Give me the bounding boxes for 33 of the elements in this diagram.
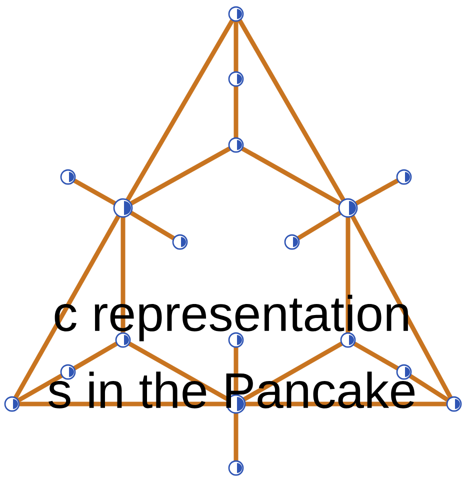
graph-edge [234, 21, 238, 72]
graph-edge [19, 402, 227, 406]
graph-edge [296, 210, 342, 240]
graph-edge [130, 210, 175, 240]
graph-vertex [4, 396, 20, 412]
graph-edge [242, 342, 343, 402]
graph-vertex [228, 137, 244, 153]
graph-vertex [60, 169, 76, 185]
graph-edge [130, 146, 231, 206]
graph-vertex [113, 198, 133, 218]
graph-vertex [228, 6, 244, 22]
graph-vertex [228, 460, 244, 476]
graph-edge [354, 178, 399, 206]
graph-edge [234, 413, 238, 461]
graph-vertex [446, 396, 462, 412]
graph-edge [126, 19, 234, 202]
graph-vertex [338, 198, 358, 218]
graph-vertex [172, 234, 188, 250]
graph-edge [73, 342, 118, 370]
graph-edge [353, 342, 399, 370]
graph-edge [234, 86, 238, 138]
graph-edge [245, 402, 447, 406]
graph-edge [350, 215, 453, 399]
graph-edge [241, 146, 342, 206]
graph-vertex [284, 234, 300, 250]
graph-vertex [60, 364, 76, 380]
graph-edge [73, 178, 116, 206]
graph-edge [128, 342, 230, 402]
graph-vertex [228, 71, 244, 87]
graph-vertex [396, 169, 412, 185]
graph-edge [14, 214, 120, 399]
graph-edge [238, 19, 346, 202]
graph-edge [408, 374, 450, 402]
